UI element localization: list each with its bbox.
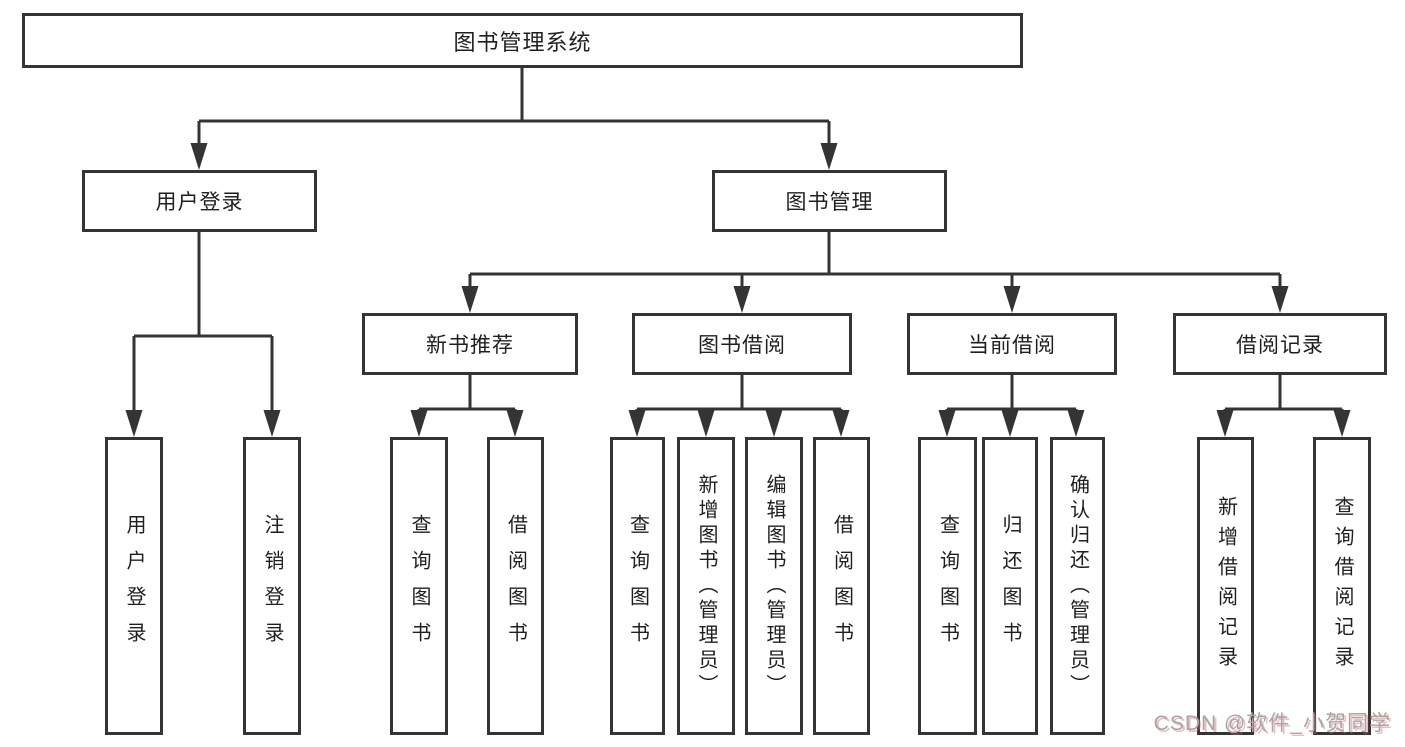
leaf-add-borrow-record: 新增借阅记录 bbox=[1197, 437, 1254, 735]
leaf-confirm-return-admin: 确认归还（管理员） bbox=[1050, 437, 1105, 735]
node-new-book-recommend-label: 新书推荐 bbox=[426, 334, 514, 357]
leaf-logout: 注销登录 bbox=[243, 437, 301, 735]
node-root-label: 图书管理系统 bbox=[453, 29, 592, 55]
node-borrow-records-label: 借阅记录 bbox=[1236, 334, 1324, 357]
leaf-add-book-admin: 新增图书（管理员） bbox=[677, 437, 735, 735]
node-book-management: 图书管理 bbox=[712, 170, 947, 232]
leaf-edit-book-admin: 编辑图书（管理员） bbox=[745, 437, 803, 735]
node-current-borrow-label: 当前借阅 bbox=[968, 334, 1056, 357]
node-current-borrow: 当前借阅 bbox=[907, 313, 1117, 375]
leaf-query-book-borrow-label: 查询图书 bbox=[626, 514, 649, 658]
node-borrow-records: 借阅记录 bbox=[1173, 313, 1387, 375]
leaf-edit-book-admin-label: 编辑图书（管理员） bbox=[763, 473, 785, 699]
leaf-return-book: 归还图书 bbox=[982, 437, 1038, 735]
leaf-logout-label: 注销登录 bbox=[261, 514, 283, 658]
node-book-management-label: 图书管理 bbox=[785, 191, 874, 214]
node-book-borrow-label: 图书借阅 bbox=[698, 334, 786, 357]
leaf-query-current-borrow-label: 查询图书 bbox=[936, 514, 959, 658]
leaf-borrow-book-recommend: 借阅图书 bbox=[487, 437, 544, 735]
node-book-borrow: 图书借阅 bbox=[632, 313, 852, 375]
leaf-return-book-label: 归还图书 bbox=[999, 514, 1021, 658]
leaf-query-current-borrow: 查询图书 bbox=[918, 437, 977, 735]
node-root: 图书管理系统 bbox=[22, 13, 1023, 68]
leaf-borrow-book-label: 借阅图书 bbox=[830, 514, 853, 658]
leaf-borrow-book: 借阅图书 bbox=[813, 437, 870, 735]
leaf-borrow-book-recommend-label: 借阅图书 bbox=[504, 514, 527, 658]
node-user-login-label: 用户登录 bbox=[155, 191, 244, 214]
leaf-confirm-return-admin-label: 确认归还（管理员） bbox=[1066, 473, 1089, 699]
leaf-add-book-admin-label: 新增图书（管理员） bbox=[695, 473, 717, 699]
leaf-query-borrow-record-label: 查询借阅记录 bbox=[1331, 496, 1353, 676]
leaf-query-book-recommend: 查询图书 bbox=[390, 437, 448, 735]
leaf-query-book-recommend-label: 查询图书 bbox=[408, 514, 430, 658]
leaf-query-borrow-record: 查询借阅记录 bbox=[1313, 437, 1371, 735]
leaf-user-login: 用户登录 bbox=[105, 437, 163, 735]
node-new-book-recommend: 新书推荐 bbox=[362, 313, 578, 375]
csdn-watermark: CSDN @软件_小贺同学 bbox=[1153, 712, 1391, 735]
node-user-login: 用户登录 bbox=[82, 170, 317, 232]
leaf-user-login-label: 用户登录 bbox=[123, 514, 145, 658]
leaf-add-borrow-record-label: 新增借阅记录 bbox=[1214, 496, 1237, 676]
leaf-query-book-borrow: 查询图书 bbox=[610, 437, 665, 735]
